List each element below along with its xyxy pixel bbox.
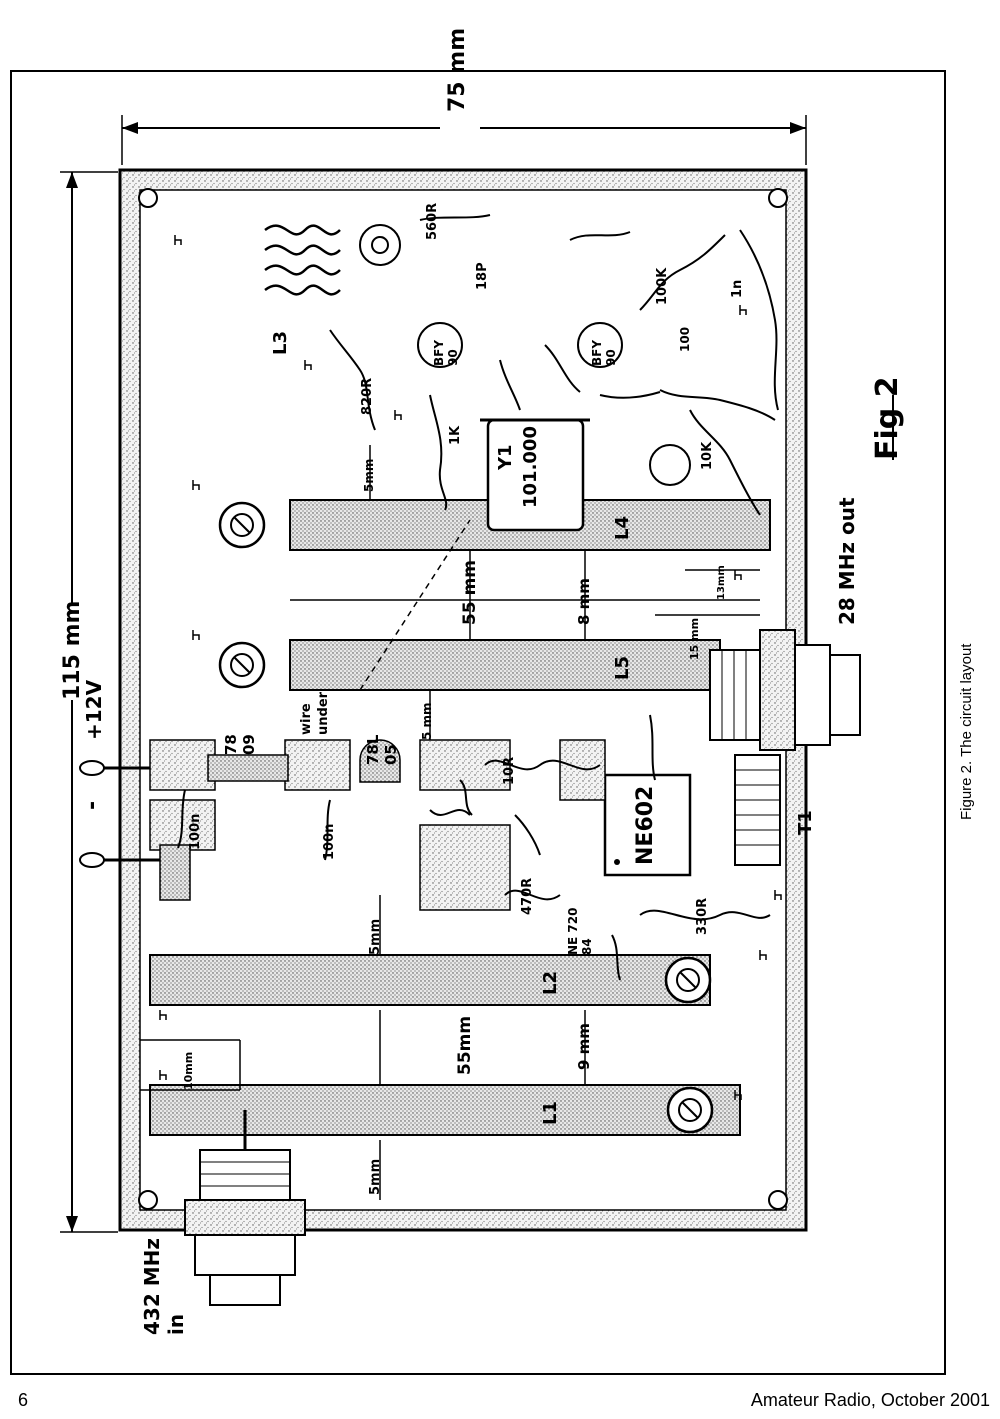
resistor-100k: 100K (655, 267, 670, 305)
reg2-label-a: 78L (364, 734, 382, 765)
resistor-10k: 10K (700, 441, 715, 470)
input-bnc-connector (184, 1110, 306, 1306)
reg2-label-b: 05 (382, 744, 400, 765)
coil-l2-label: L2 (540, 971, 561, 995)
resistor-820r: 820R (360, 377, 375, 415)
stripline-l1 (149, 1084, 741, 1136)
capacitor-100n-b: 100n (322, 823, 337, 860)
crystal-name: Y1 (495, 444, 516, 470)
wire-under-label: wire under (299, 691, 331, 735)
reg1-label-a: 78 (222, 734, 240, 755)
dim-5mm-top: 5mm (362, 458, 376, 492)
capacitor-18p: 18P (475, 262, 490, 290)
capacitor-1n: 1n (730, 279, 745, 298)
transistor1-label: BFY 90 (432, 339, 460, 366)
figure-frame (10, 70, 946, 1375)
input-label: 432 MHz in (140, 1238, 188, 1335)
dim-55mm-a: 55mm (455, 1015, 475, 1075)
capacitor-100: 100 (678, 326, 692, 352)
height-dimension (60, 171, 118, 1233)
stripline-l5 (218, 639, 721, 691)
dim-55mm-b: 55 mm (460, 559, 480, 625)
resistor-330r: 330R (695, 897, 710, 935)
dim-10mm: 10mm (182, 1051, 195, 1090)
resistor-470r: 470R (520, 877, 535, 915)
dim-5mm-mid: 5mm (368, 918, 383, 955)
transistor2-label: BFY 90 (590, 339, 618, 366)
coil-l3-label: L3 (270, 331, 291, 355)
ic-label: NE602 (633, 785, 658, 865)
coil-l3 (264, 224, 341, 296)
dim-8mm: 8 mm (575, 578, 593, 625)
transformer-t1 (734, 754, 781, 866)
power-positive-label: +12V (82, 679, 106, 740)
power-negative-label: - (80, 800, 105, 810)
publication-footer: Amateur Radio, October 2001 (750, 1390, 990, 1410)
crystal-y1 (480, 418, 590, 532)
coil-l4-label: L4 (612, 516, 633, 540)
transistor-bfy90-b (577, 322, 623, 368)
stripline-l2 (149, 954, 712, 1006)
ic-ne602 (603, 773, 692, 877)
power-pads (149, 739, 606, 911)
pcb-board (118, 168, 808, 1232)
resistor-1k: 1K (448, 425, 463, 445)
resistor-10r: 10R (502, 756, 517, 785)
fet-label: NE 720 84 (566, 907, 594, 955)
trimmer-capacitor (359, 224, 691, 486)
fig-label: Fig 2 (870, 376, 905, 460)
page-number: 6 (18, 1390, 29, 1410)
output-label: 28 MHz out (835, 497, 859, 625)
component-traces (177, 214, 779, 981)
dim-9mm: 9 mm (575, 1023, 593, 1070)
ground-marks (159, 235, 782, 1100)
output-bnc-connector (709, 629, 861, 751)
figure-caption: Figure 2. The circuit layout (958, 643, 975, 820)
dim-5mm-left: 5mm (368, 1158, 383, 1195)
power-terminals (79, 760, 160, 868)
dim-5mm-l5: 5 mm (420, 702, 434, 740)
width-dimension (121, 115, 807, 165)
capacitor-100n-a: 100n (188, 813, 203, 850)
dim-13mm: 13mm (716, 565, 727, 600)
coil-l5-label: L5 (612, 656, 633, 680)
width-label: 75 mm (445, 27, 470, 112)
crystal-frequency: 101.000 (520, 426, 541, 508)
transformer-label: T1 (795, 810, 816, 835)
resistor-560r: 560R (425, 202, 440, 240)
internal-dimensions (140, 445, 760, 1200)
coil-l1-label: L1 (540, 1101, 561, 1125)
reg1-label-b: 09 (240, 734, 258, 755)
transistor-bfy90-a (417, 322, 463, 368)
dim-15mm: 15 mm (688, 617, 701, 660)
